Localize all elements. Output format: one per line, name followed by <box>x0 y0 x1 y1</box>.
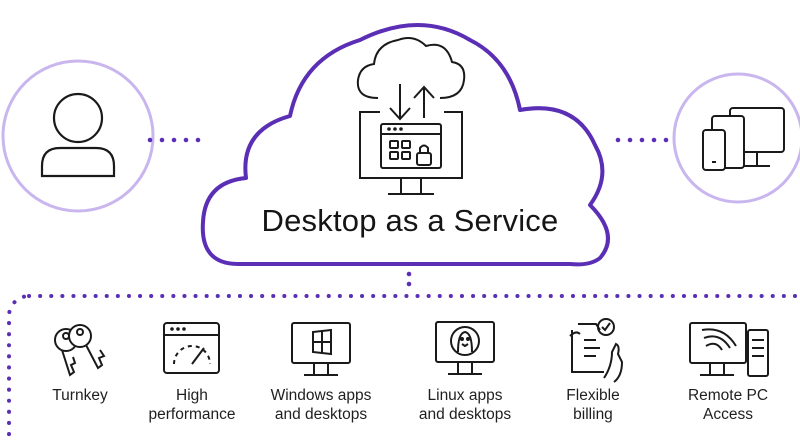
features-frame <box>7 294 800 444</box>
feature-label-line: Flexible <box>566 387 620 404</box>
feature-label-line: Linux apps <box>427 387 503 404</box>
feature-label-billing: Flexible billing <box>518 386 668 424</box>
cloud-shape <box>200 23 610 267</box>
connector-dots <box>147 137 669 287</box>
windows-monitor-icon <box>291 322 351 376</box>
feature-label-line: Turnkey <box>52 387 108 404</box>
feature-label-windows: Windows apps and desktops <box>246 386 396 424</box>
diagram-title: Desktop as a Service <box>261 203 559 238</box>
keys-icon <box>54 324 106 377</box>
cloud-sync-monitor-icon <box>356 37 466 195</box>
devices-node <box>672 72 800 204</box>
feature-label-remote-pc: Remote PC Access <box>653 386 800 424</box>
feature-label-line: High <box>176 387 208 404</box>
feature-label-line: and desktops <box>418 406 512 423</box>
feature-label-turnkey: Turnkey <box>5 386 155 405</box>
remote-pc-icon <box>689 322 769 377</box>
feature-label-line: billing <box>573 406 613 423</box>
feature-label-line: and desktops <box>274 406 368 423</box>
user-icon <box>40 92 116 178</box>
feature-label-line: Access <box>703 406 753 423</box>
feature-label-linux: Linux apps and desktops <box>390 386 540 424</box>
speedometer-window-icon <box>163 322 220 374</box>
devices-icon <box>702 107 785 171</box>
user-node <box>1 59 155 213</box>
feature-label-line: Windows apps <box>270 387 372 404</box>
linux-monitor-icon <box>435 321 495 375</box>
feature-label-high-performance: High performance <box>117 386 267 424</box>
feature-label-line: performance <box>148 406 236 423</box>
billing-hand-icon <box>569 318 624 383</box>
feature-label-line: Remote PC <box>687 387 769 404</box>
